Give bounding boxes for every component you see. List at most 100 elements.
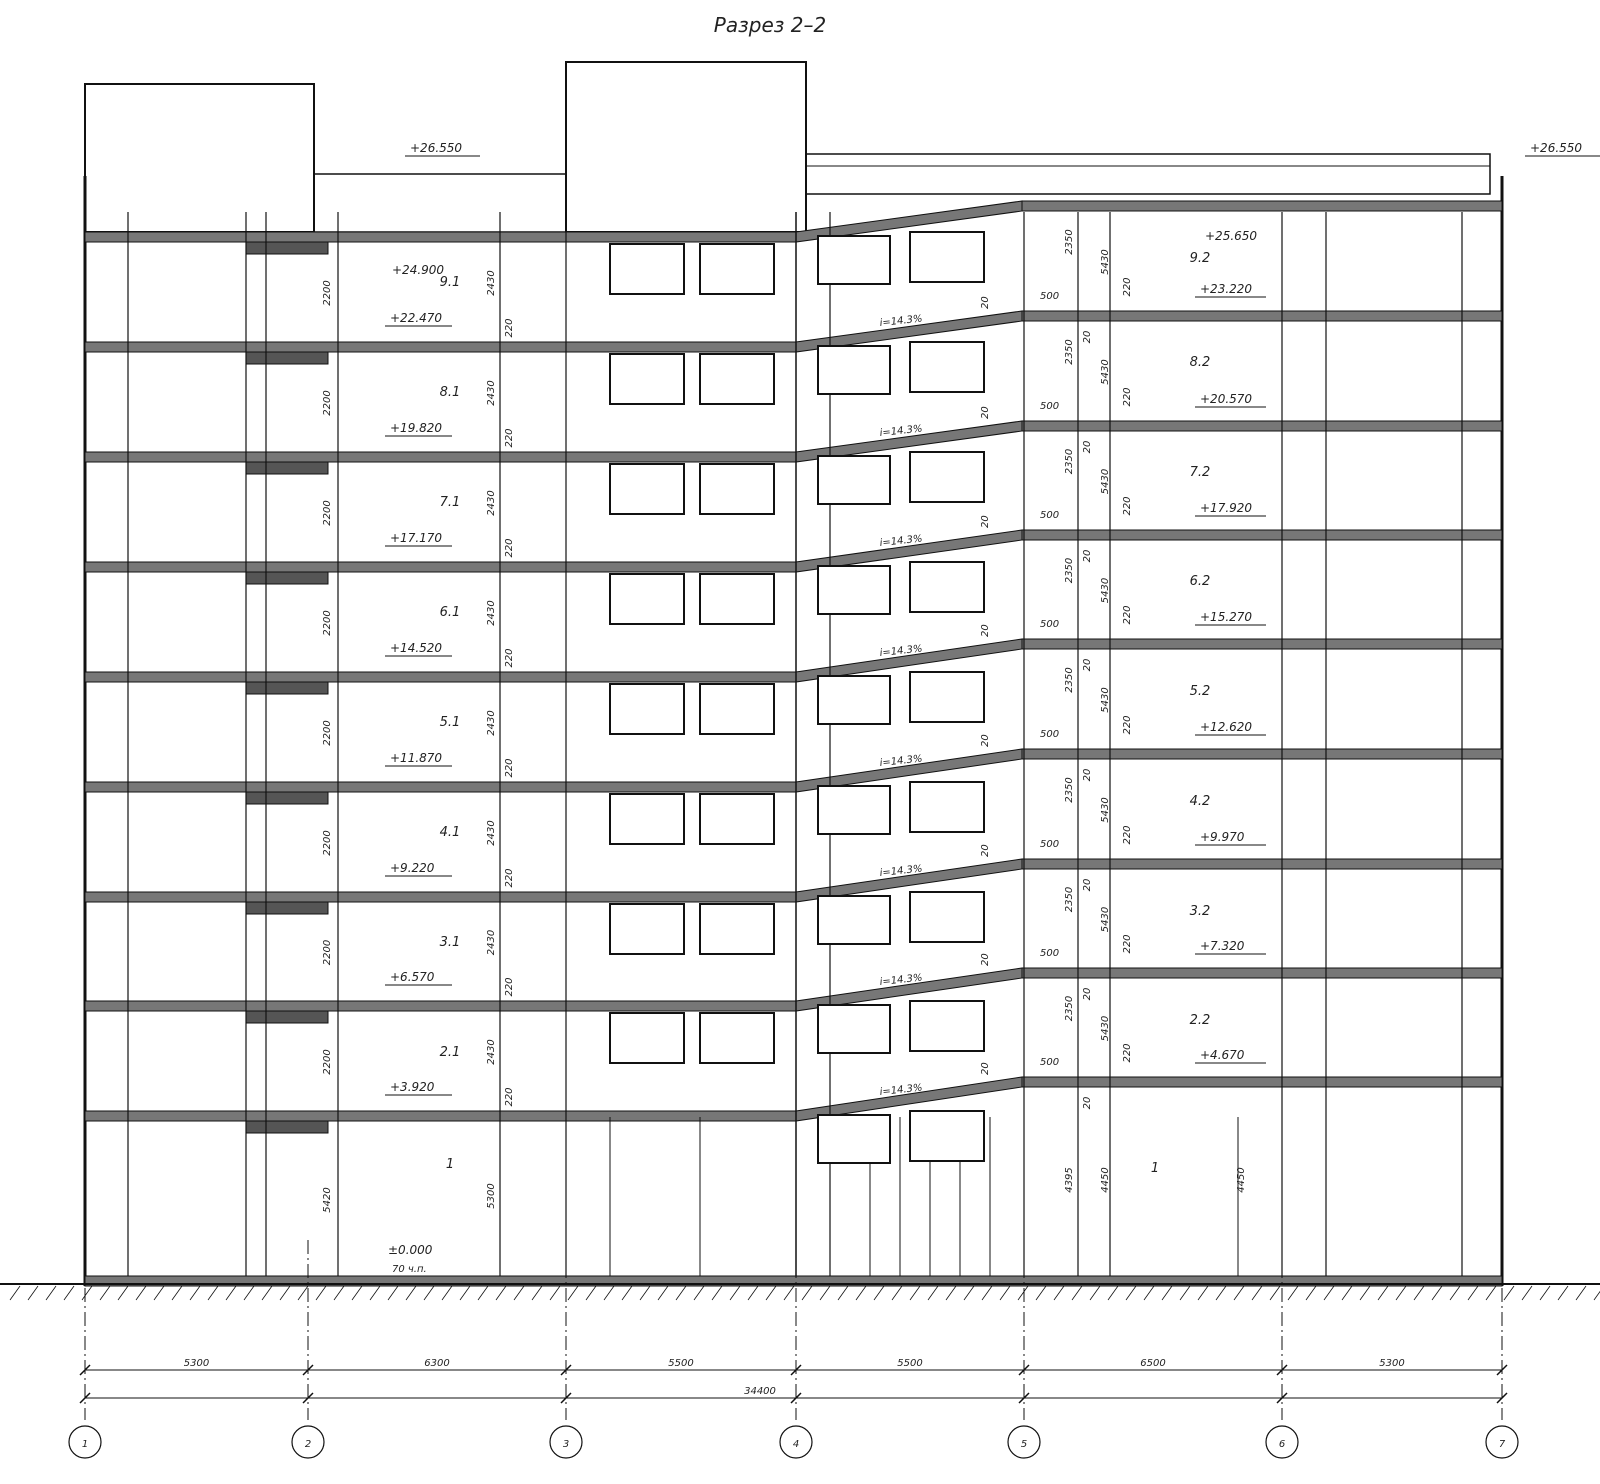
ground-hatch [603,1285,615,1301]
ground-hatch [621,1285,633,1301]
height-dim: 2430 [486,1039,497,1064]
ground-hatch [1305,1285,1317,1301]
ground-hatch [315,1285,327,1301]
height-dim-small: 220 [1122,496,1133,515]
elevation-left: +9.220 [390,861,435,875]
slab-right [1021,748,1503,760]
elevation-left: +17.170 [390,531,442,545]
stair-rise: 20 [980,406,991,419]
ground-hatch [909,1285,921,1301]
room-label-right: 3.2 [1190,904,1211,919]
ground-hatch [567,1285,579,1301]
height-dim: 5430 [1100,578,1111,603]
beam-left [245,461,329,475]
slab-left [84,231,797,243]
dim-tick [1496,1392,1508,1404]
dim-tick [1276,1364,1288,1376]
axis-label: 6 [1279,1439,1285,1450]
window [909,891,985,943]
ground-hatch [27,1285,39,1301]
axis-bubble [68,1425,102,1459]
ground-hatch [135,1285,147,1301]
slab-left [84,891,797,903]
height-dim: 5430 [1100,687,1111,712]
ground-hatch [765,1285,777,1301]
stair-dim: 500 [1040,948,1059,959]
slope-label: i=14.3% [879,424,923,439]
ground-hatch [1161,1285,1173,1301]
height-dim: 2430 [486,380,497,405]
height-dim-ground: 4450 [1100,1167,1111,1192]
height-dim-small: 220 [1122,387,1133,406]
elevation-left: +19.820 [390,421,442,435]
height-dim-small: 220 [504,318,515,337]
ground-hatch [801,1285,813,1301]
span-label: 5300 [184,1358,209,1369]
drawing-title: Разрез 2–2 [714,13,826,37]
slab-left [84,561,797,573]
ground-hatch [369,1285,381,1301]
axis-label: 1 [82,1439,88,1450]
window [909,561,985,613]
ground-hatch [747,1285,759,1301]
ground-hatch [1413,1285,1425,1301]
ground-hatch [585,1285,597,1301]
stair-rise: 20 [980,1062,991,1075]
height-dim-small: 20 [1082,659,1093,672]
height-dim-ground: 4450 [1236,1167,1247,1192]
dim-tick [560,1364,572,1376]
room-label-right: 7.2 [1190,465,1211,480]
ground-hatch [927,1285,939,1301]
beam-left [245,791,329,805]
roof-parapet-right [805,153,1491,195]
window [699,353,775,405]
ground-hatch [729,1285,741,1301]
ground-hatch [1539,1285,1551,1301]
window [699,243,775,295]
axis-bubble [779,1425,813,1459]
ground-hatch [549,1285,561,1301]
dim-tick [1496,1364,1508,1376]
ground-hatch [891,1285,903,1301]
height-dim-small: 220 [1122,825,1133,844]
height-dim: 2430 [486,270,497,295]
window [817,785,891,835]
windows [609,231,985,1164]
top-left-elevation: +24.900 [392,263,444,277]
stair-rise: 20 [980,953,991,966]
elevation-right: +20.570 [1200,392,1252,406]
dim-tick [1276,1392,1288,1404]
dim-tick [302,1392,314,1404]
ground-hatch [1431,1285,1443,1301]
ground-hatch [819,1285,831,1301]
dim-tick [1018,1392,1030,1404]
slope-label: i=14.3% [879,644,923,659]
height-dim-small: 220 [1122,934,1133,953]
ground-hatch [1125,1285,1137,1301]
elevation-right: +4.670 [1200,1048,1245,1062]
window [909,451,985,503]
slab-left [84,341,797,353]
roof-elevation-left: +26.550 [410,141,462,155]
height-dim-small: 20 [1082,879,1093,892]
height-dim-small: 220 [1122,277,1133,296]
window [699,573,775,625]
ground-hatch [981,1285,993,1301]
stair-dim: 500 [1040,839,1059,850]
ground-hatch [1233,1285,1245,1301]
span-label: 6500 [1140,1358,1165,1369]
ground-hatch [297,1285,309,1301]
ground-hatch [513,1285,525,1301]
ground-hatch [333,1285,345,1301]
floor-slabs: i=14.3%50020i=14.3%50020i=14.3%50020i=14… [84,200,1503,1134]
elevation-right: +7.320 [1200,939,1245,953]
axis-label: 4 [793,1439,799,1450]
dim-tick [790,1364,802,1376]
ground-hatch [1395,1285,1407,1301]
stair-rise: 20 [980,515,991,528]
ground-hatch [1017,1285,1029,1301]
slope-label: i=14.3% [879,864,923,879]
window [817,1004,891,1054]
height-dim: 5430 [1100,1016,1111,1041]
ground-hatch [1287,1285,1299,1301]
